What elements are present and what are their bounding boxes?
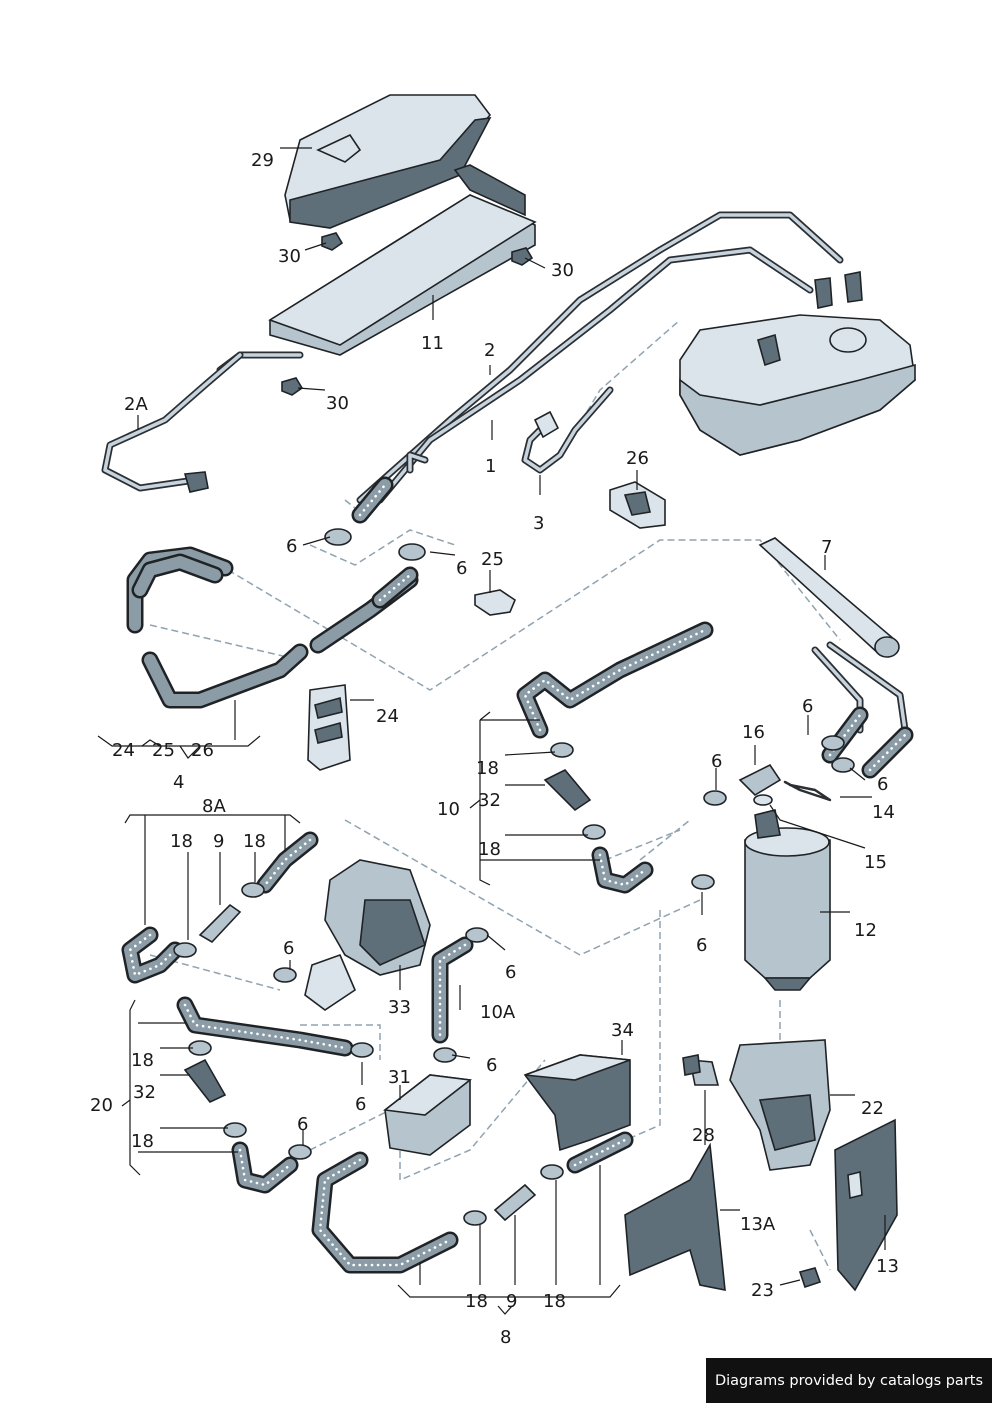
callout-22: 22 xyxy=(861,1098,884,1119)
clip-14 xyxy=(783,780,832,802)
callout-6: 6 xyxy=(286,536,297,557)
hose-assembly-4 xyxy=(126,546,419,709)
callout-11: 11 xyxy=(421,333,444,354)
hose-clamps xyxy=(173,528,855,1226)
callout-32: 32 xyxy=(133,1082,156,1103)
vent-line-3 xyxy=(521,386,614,474)
cooler-cover-29 xyxy=(284,94,492,229)
callout-30: 30 xyxy=(326,393,349,414)
diagram-credit-footer: Diagrams provided by catalogs parts xyxy=(706,1358,992,1403)
callout-34: 34 xyxy=(611,1020,634,1041)
callout-1: 1 xyxy=(485,456,496,477)
callout-6: 6 xyxy=(355,1094,366,1115)
bracket-34 xyxy=(523,1054,631,1152)
fuel-reservoir xyxy=(679,271,916,456)
callout-6: 6 xyxy=(696,935,707,956)
clip-25 xyxy=(474,589,516,616)
hose-7-sleeve xyxy=(758,537,900,658)
check-valves xyxy=(183,763,782,1222)
dotted-hoses xyxy=(121,476,914,1274)
callout-numbers: 29 30 30 30 11 2 2A 1 3 26 6 6 25 7 24 2… xyxy=(90,150,899,1348)
nut-23 xyxy=(798,1267,822,1289)
callout-20: 20 xyxy=(90,1095,113,1116)
callout-6: 6 xyxy=(297,1114,308,1135)
callout-18: 18 xyxy=(476,758,499,779)
filter-bracket-22 xyxy=(729,1039,831,1171)
callout-13: 13 xyxy=(876,1256,899,1277)
vacuum-pump-33 xyxy=(304,859,431,1011)
callout-33: 33 xyxy=(388,997,411,1018)
filter-housing-31 xyxy=(382,1074,473,1156)
leader-lines xyxy=(97,147,886,1315)
callout-10A: 10A xyxy=(480,1002,516,1023)
callout-24: 24 xyxy=(112,740,135,761)
callout-18: 18 xyxy=(131,1131,154,1152)
callout-18: 18 xyxy=(243,831,266,852)
callout-2: 2 xyxy=(484,340,495,361)
bracket-13 xyxy=(834,1118,898,1292)
callout-26: 26 xyxy=(626,448,649,469)
nuts-30 xyxy=(281,232,534,396)
callout-4: 4 xyxy=(173,772,184,793)
callout-28: 28 xyxy=(692,1125,715,1146)
bracket-13A xyxy=(624,1142,726,1291)
callout-25: 25 xyxy=(481,549,504,570)
callout-26: 26 xyxy=(191,740,214,761)
callout-9: 9 xyxy=(213,831,224,852)
callout-6: 6 xyxy=(802,696,813,717)
callout-6: 6 xyxy=(711,751,722,772)
callout-3: 3 xyxy=(533,513,544,534)
fuel-filter-12 xyxy=(744,794,831,991)
callout-18: 18 xyxy=(478,839,501,860)
callout-30: 30 xyxy=(551,260,574,281)
callout-18: 18 xyxy=(170,831,193,852)
callout-14: 14 xyxy=(872,802,895,823)
callout-18: 18 xyxy=(131,1050,154,1071)
callout-30: 30 xyxy=(278,246,301,267)
callout-2A: 2A xyxy=(124,394,148,415)
callout-9: 9 xyxy=(506,1291,517,1312)
callout-8A: 8A xyxy=(202,796,226,817)
callout-25: 25 xyxy=(152,740,175,761)
callout-23: 23 xyxy=(751,1280,774,1301)
callout-6: 6 xyxy=(456,558,467,579)
callout-18: 18 xyxy=(465,1291,488,1312)
fuel-line-2A xyxy=(101,351,244,493)
callout-7: 7 xyxy=(821,537,832,558)
callout-18: 18 xyxy=(543,1291,566,1312)
callout-8: 8 xyxy=(500,1327,511,1348)
callout-6: 6 xyxy=(505,962,516,983)
bolt-28 xyxy=(682,1054,720,1086)
callout-31: 31 xyxy=(388,1067,411,1088)
callout-6: 6 xyxy=(877,774,888,795)
callout-13A: 13A xyxy=(740,1214,776,1235)
callout-29: 29 xyxy=(251,150,274,171)
callout-10: 10 xyxy=(437,799,460,820)
callout-15: 15 xyxy=(864,852,887,873)
callout-16: 16 xyxy=(742,722,765,743)
callout-32: 32 xyxy=(478,790,501,811)
clip-24 xyxy=(307,684,351,771)
callout-12: 12 xyxy=(854,920,877,941)
callout-6: 6 xyxy=(283,938,294,959)
clip-26 xyxy=(609,481,666,529)
fuel-lines-1-2 xyxy=(356,211,844,504)
callout-6: 6 xyxy=(486,1055,497,1076)
callout-24: 24 xyxy=(376,706,399,727)
